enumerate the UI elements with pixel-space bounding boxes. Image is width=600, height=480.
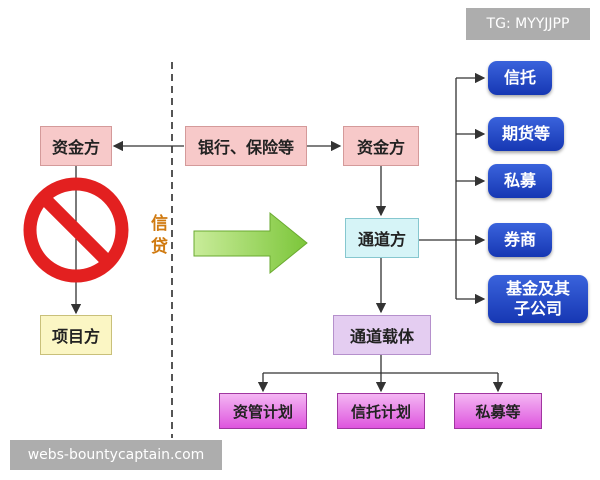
futures-box: 期货等: [488, 117, 564, 151]
left-funder-box: 资金方: [40, 126, 112, 166]
channel-carrier-box: 通道载体: [333, 315, 431, 355]
trust-box: 信托: [488, 61, 552, 95]
watermark-telegram: TG: MYYJJPP: [466, 8, 590, 40]
watermark-website: webs-bountycaptain.com: [10, 440, 222, 470]
prohibited-icon: [23, 177, 129, 283]
project-box: 项目方: [40, 315, 112, 355]
private-fund-box: 私募: [488, 164, 552, 198]
asset-mgmt-plan-box: 资管计划: [219, 393, 307, 429]
big-green-arrow: [193, 211, 308, 275]
trust-plan-box: 信托计划: [337, 393, 425, 429]
credit-label: 信贷: [147, 214, 167, 260]
private-etc-box: 私募等: [454, 393, 542, 429]
fund-subsidiary-box: 基金及其 子公司: [488, 275, 588, 323]
right-funder-box: 资金方: [343, 126, 419, 166]
banks-insurance-box: 银行、保险等: [185, 126, 307, 166]
channel-box: 通道方: [345, 218, 419, 258]
securities-box: 券商: [488, 223, 552, 257]
